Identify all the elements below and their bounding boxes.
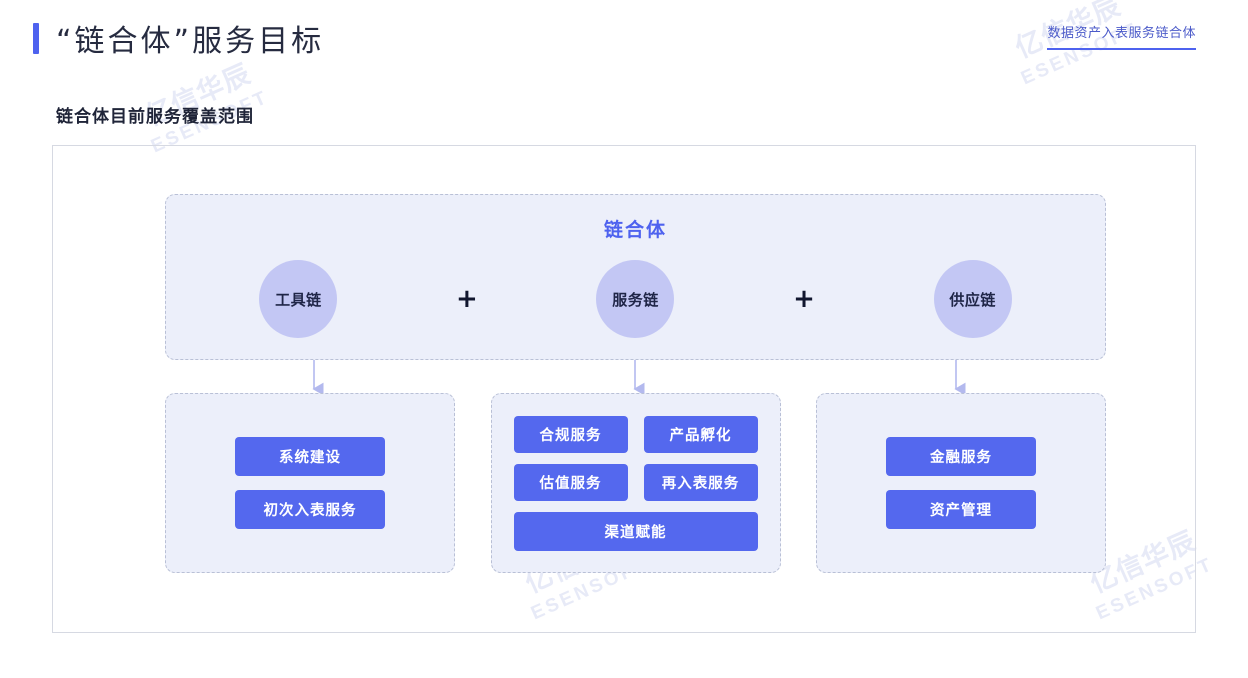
service-tag-valuation[interactable]: 估值服务 (513, 463, 628, 501)
title-row: “链合体”服务目标 (33, 16, 324, 60)
chain-circle-supply[interactable]: 供应链 (933, 260, 1012, 338)
column-service-chain-services: 合规服务 产品孵化 估值服务 再入表服务 渠道赋能 (490, 393, 781, 573)
service-tag-channel-enablement[interactable]: 渠道赋能 (513, 511, 758, 551)
diagram-panel: 链合体 工具链 + 服务链 + 供应链 系统建设 初次入表服务 合规服务 产品孵… (52, 145, 1196, 633)
service-tag-row-2: 估值服务 再入表服务 (513, 463, 758, 501)
service-columns: 系统建设 初次入表服务 合规服务 产品孵化 估值服务 再入表服务 渠道赋能 金融… (165, 393, 1106, 573)
service-tag-re-listing[interactable]: 再入表服务 (643, 463, 758, 501)
column-tools-chain-services: 系统建设 初次入表服务 (165, 393, 455, 573)
brand-tag-underline (1047, 48, 1196, 50)
title-accent-bar (33, 22, 39, 54)
page-title: “链合体”服务目标 (56, 24, 325, 59)
service-tag-financial-service[interactable]: 金融服务 (886, 437, 1036, 476)
service-tag-compliance[interactable]: 合规服务 (513, 415, 628, 453)
column-supply-chain-services: 金融服务 资产管理 (816, 393, 1106, 573)
chain-row: 工具链 + 服务链 + 供应链 (166, 256, 1105, 342)
chain-group-title: 链合体 (603, 220, 667, 241)
service-tag-asset-management[interactable]: 资产管理 (886, 490, 1036, 529)
page-header: “链合体”服务目标 数据资产入表服务链合体 (0, 0, 1248, 78)
brand-tag: 数据资产入表服务链合体 (1047, 22, 1196, 50)
plus-operator-1: + (456, 284, 478, 314)
service-tag-system-construction[interactable]: 系统建设 (235, 437, 385, 476)
chain-circle-tools[interactable]: 工具链 (259, 260, 338, 338)
chain-group: 链合体 工具链 + 服务链 + 供应链 (165, 194, 1106, 360)
section-subtitle: 链合体目前服务覆盖范围 (56, 107, 254, 126)
chain-circle-service[interactable]: 服务链 (596, 260, 675, 338)
service-tag-row-1: 合规服务 产品孵化 (513, 415, 758, 453)
plus-operator-2: + (793, 284, 815, 314)
brand-tag-label: 数据资产入表服务链合体 (1047, 25, 1196, 40)
service-tag-product-incubation[interactable]: 产品孵化 (643, 415, 758, 453)
service-tag-first-listing[interactable]: 初次入表服务 (235, 490, 385, 529)
